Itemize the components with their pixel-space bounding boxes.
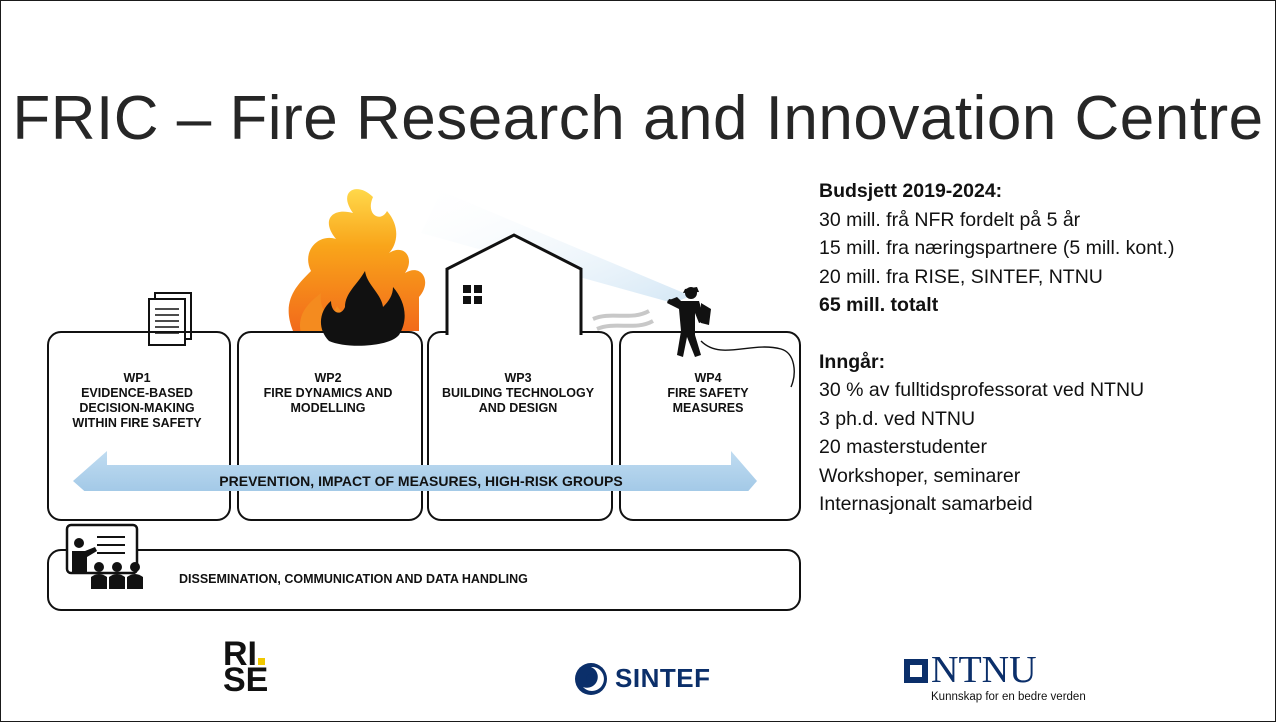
wp1-box — [47, 331, 231, 521]
firefighter-icon — [667, 287, 711, 357]
arrow-label: PREVENTION, IMPACT OF MEASURES, HIGH-RIS… — [219, 473, 623, 489]
rise-dot — [258, 658, 265, 665]
house-window — [463, 285, 471, 293]
dissemination-box — [47, 549, 801, 611]
water-spray — [421, 191, 691, 303]
includes-heading: Inngår: — [819, 350, 886, 373]
wp1-label: WP1 EVIDENCE-BASED DECISION-MAKING WITHI… — [72, 371, 202, 430]
sintef-logo-icon — [575, 663, 607, 695]
ntnu-logo-icon — [904, 659, 928, 683]
ntnu-logo: NTNU — [931, 649, 1037, 691]
ntnu-tagline: Kunnskap for en bedre verden — [931, 691, 1086, 703]
includes-line: 30 % av fulltidsprofessorat ved NTNU — [819, 379, 1145, 401]
slide-title: FRIC – Fire Research and Innovation Cent… — [12, 84, 1264, 153]
budget-line: 30 mill. frå NFR fordelt på 5 år — [819, 208, 1081, 231]
wp4-label: WP4 FIRE SAFETY MEASURES — [667, 371, 749, 415]
sintef-logo: SINTEF — [615, 663, 711, 693]
fric-diagram — [148, 189, 795, 388]
budget-heading: Budsjett 2019-2024: — [819, 180, 1003, 202]
budget-info: Budsjett 2019-2024: 30 mill. frå NFR for… — [819, 177, 1174, 519]
includes-line: 20 masterstudenter — [819, 436, 988, 458]
includes-line: Internasjonalt samarbeid — [819, 493, 1033, 515]
budget-line: 20 mill. fra RISE, SINTEF, NTNU — [819, 265, 1103, 288]
diagram-overlay — [73, 329, 757, 491]
house-icon — [445, 233, 583, 331]
black-flame-icon — [320, 271, 405, 346]
wp4-box — [619, 331, 801, 521]
presentation-icon — [65, 523, 143, 589]
dissemination-label: DISSEMINATION, COMMUNICATION AND DATA HA… — [179, 572, 528, 586]
includes-line: 3 ph.d. ved NTNU — [819, 407, 976, 430]
budget-line: 15 mill. fra næringspartnere (5 mill. ko… — [819, 237, 1175, 259]
rise-logo: RI SE — [223, 635, 269, 699]
wp2-label: WP2 FIRE DYNAMICS AND MODELLING — [263, 371, 393, 415]
budget-total: 65 mill. totalt — [819, 294, 939, 316]
double-arrow — [73, 451, 757, 491]
includes-line: Workshoper, seminarer — [819, 464, 1021, 487]
fire-flames — [288, 189, 426, 331]
wp2-box — [237, 331, 423, 521]
wp3-label: WP3 BUILDING TECHNOLOGY AND DESIGN — [441, 371, 595, 415]
fire-hose — [700, 340, 795, 388]
